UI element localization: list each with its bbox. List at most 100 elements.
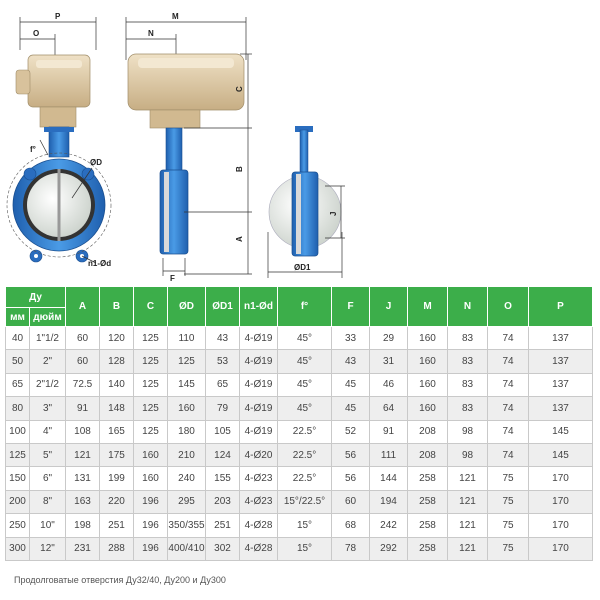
table-cell: 4-Ø23 — [239, 489, 278, 515]
table-cell: 131 — [65, 466, 100, 491]
table-cell: 242 — [369, 513, 408, 538]
table-cell: 74 — [487, 419, 529, 444]
table-cell: 22.5° — [277, 466, 332, 491]
label-P: P — [55, 12, 61, 21]
table-cell: 5" — [29, 442, 66, 468]
table-cell: 180 — [167, 419, 206, 444]
table-cell: 200 — [5, 489, 30, 515]
table-cell: 75 — [487, 513, 529, 538]
table-cell: 72.5 — [65, 372, 100, 398]
header-D1: ØD1 — [205, 286, 240, 327]
table-cell: 46 — [369, 372, 408, 398]
table-cell: 98 — [447, 419, 488, 444]
header-B: B — [99, 286, 134, 327]
table-cell: 170 — [528, 489, 593, 515]
table-cell: 15° — [277, 536, 332, 561]
table-cell: 125 — [133, 325, 168, 351]
table-cell: 68 — [331, 513, 370, 538]
table-cell: 56 — [331, 442, 370, 468]
table-cell: 125 — [5, 442, 30, 468]
table-cell: 75 — [487, 489, 529, 515]
table-cell: 6" — [29, 466, 66, 491]
header-M: M — [407, 286, 448, 327]
label-J: J — [329, 212, 338, 216]
table-cell: 250 — [5, 513, 30, 538]
header-holes: n1-Ød — [239, 286, 278, 327]
table-cell: 124 — [205, 442, 240, 468]
table-cell: 148 — [99, 396, 134, 421]
table-cell: 33 — [331, 325, 370, 351]
table-cell: 1"1/2 — [29, 325, 66, 351]
table-cell: 145 — [528, 442, 593, 468]
table-cell: 125 — [133, 419, 168, 444]
table-cell: 45 — [331, 372, 370, 398]
table-cell: 175 — [99, 442, 134, 468]
table-cell: 144 — [369, 466, 408, 491]
table-cell: 258 — [407, 489, 448, 515]
table-cell: 75 — [487, 466, 529, 491]
header-D: ØD — [167, 286, 206, 327]
table-cell: 208 — [407, 442, 448, 468]
table-cell: 4-Ø28 — [239, 513, 278, 538]
table-cell: 52 — [331, 419, 370, 444]
open-disc-view: J ØD1 — [267, 126, 345, 278]
table-cell: 240 — [167, 466, 206, 491]
label-O: O — [33, 29, 39, 38]
table-cell: 60 — [65, 325, 100, 351]
table-cell: 10" — [29, 513, 66, 538]
table-cell: 65 — [5, 372, 30, 398]
footnote: Продолговатые отверстия Ду32/40, Ду200 и… — [14, 575, 226, 585]
table-cell: 121 — [65, 442, 100, 468]
table-cell: 4-Ø28 — [239, 536, 278, 561]
table-cell: 288 — [99, 536, 134, 561]
table-cell: 400/410 — [167, 536, 206, 561]
table-cell: 74 — [487, 325, 529, 351]
table-cell: 165 — [99, 419, 134, 444]
table-cell: 160 — [133, 442, 168, 468]
table-cell: 231 — [65, 536, 100, 561]
table-cell: 8" — [29, 489, 66, 515]
table-cell: 83 — [447, 325, 488, 351]
header-inch: дюйм — [29, 307, 66, 327]
table-cell: 4" — [29, 419, 66, 444]
label-D: ØD — [90, 158, 102, 167]
header-A: A — [65, 286, 100, 327]
table-cell: 50 — [5, 349, 30, 374]
header-row-1: Ду A B C ØD ØD1 n1-Ød f° F J M N O P — [5, 286, 593, 327]
table-cell: 196 — [133, 513, 168, 538]
table-cell: 15° — [277, 513, 332, 538]
table-cell: 2"1/2 — [29, 372, 66, 398]
table-cell: 43 — [331, 349, 370, 374]
table-cell: 83 — [447, 396, 488, 421]
table-cell: 75 — [487, 536, 529, 561]
table-cell: 22.5° — [277, 419, 332, 444]
label-B: B — [235, 166, 244, 172]
table-cell: 4-Ø23 — [239, 466, 278, 491]
table-cell: 98 — [447, 442, 488, 468]
table-cell: 251 — [99, 513, 134, 538]
table-cell: 137 — [528, 396, 593, 421]
table-cell: 121 — [447, 489, 488, 515]
table-cell: 350/355 — [167, 513, 206, 538]
table-cell: 60 — [331, 489, 370, 515]
table-cell: 91 — [369, 419, 408, 444]
table-cell: 160 — [407, 396, 448, 421]
table-cell: 137 — [528, 349, 593, 374]
table-cell: 198 — [65, 513, 100, 538]
table-cell: 4-Ø19 — [239, 325, 278, 351]
table-cell: 79 — [205, 396, 240, 421]
label-angle: f° — [30, 145, 36, 154]
table-cell: 74 — [487, 372, 529, 398]
header-C: C — [133, 286, 168, 327]
table-cell: 208 — [407, 419, 448, 444]
table-cell: 65 — [205, 372, 240, 398]
table-cell: 140 — [99, 372, 134, 398]
table-cell: 111 — [369, 442, 408, 468]
